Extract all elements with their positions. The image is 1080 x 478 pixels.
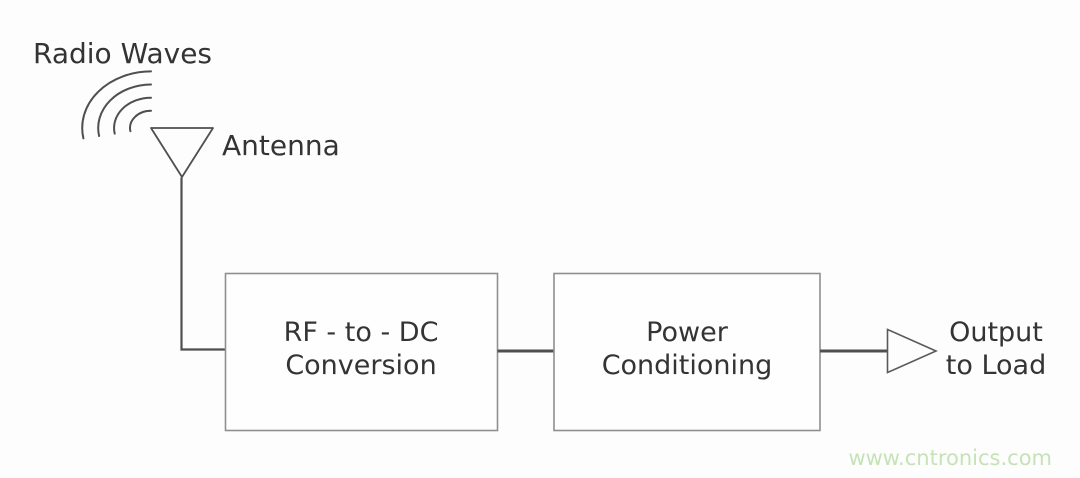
block-power-label-line2: Conditioning <box>602 350 773 381</box>
block-power-label-line1: Power <box>646 317 729 348</box>
output-label-line2: to Load <box>946 350 1046 381</box>
antenna-feed-line <box>180 177 226 351</box>
wave-arc-4 <box>81 70 152 140</box>
block-rf-to-dc-label-line1: RF - to - DC <box>284 317 439 348</box>
wave-arc-1 <box>129 109 152 133</box>
output-arrow-icon <box>886 328 938 374</box>
block-rf-to-dc-label-line2: Conversion <box>285 350 436 381</box>
radio-waves-icon <box>81 70 152 140</box>
radio-waves-label: Radio Waves <box>33 37 212 70</box>
block-power-conditioning <box>553 272 821 432</box>
wave-arc-3 <box>97 83 152 137</box>
output-label-line1: Output <box>949 317 1043 348</box>
block-rf-to-dc-conversion <box>224 272 499 432</box>
antenna-label: Antenna <box>222 129 340 162</box>
wave-arc-2 <box>113 96 152 135</box>
antenna-icon <box>150 127 214 178</box>
watermark-text: www.cntronics.com <box>848 446 1052 470</box>
